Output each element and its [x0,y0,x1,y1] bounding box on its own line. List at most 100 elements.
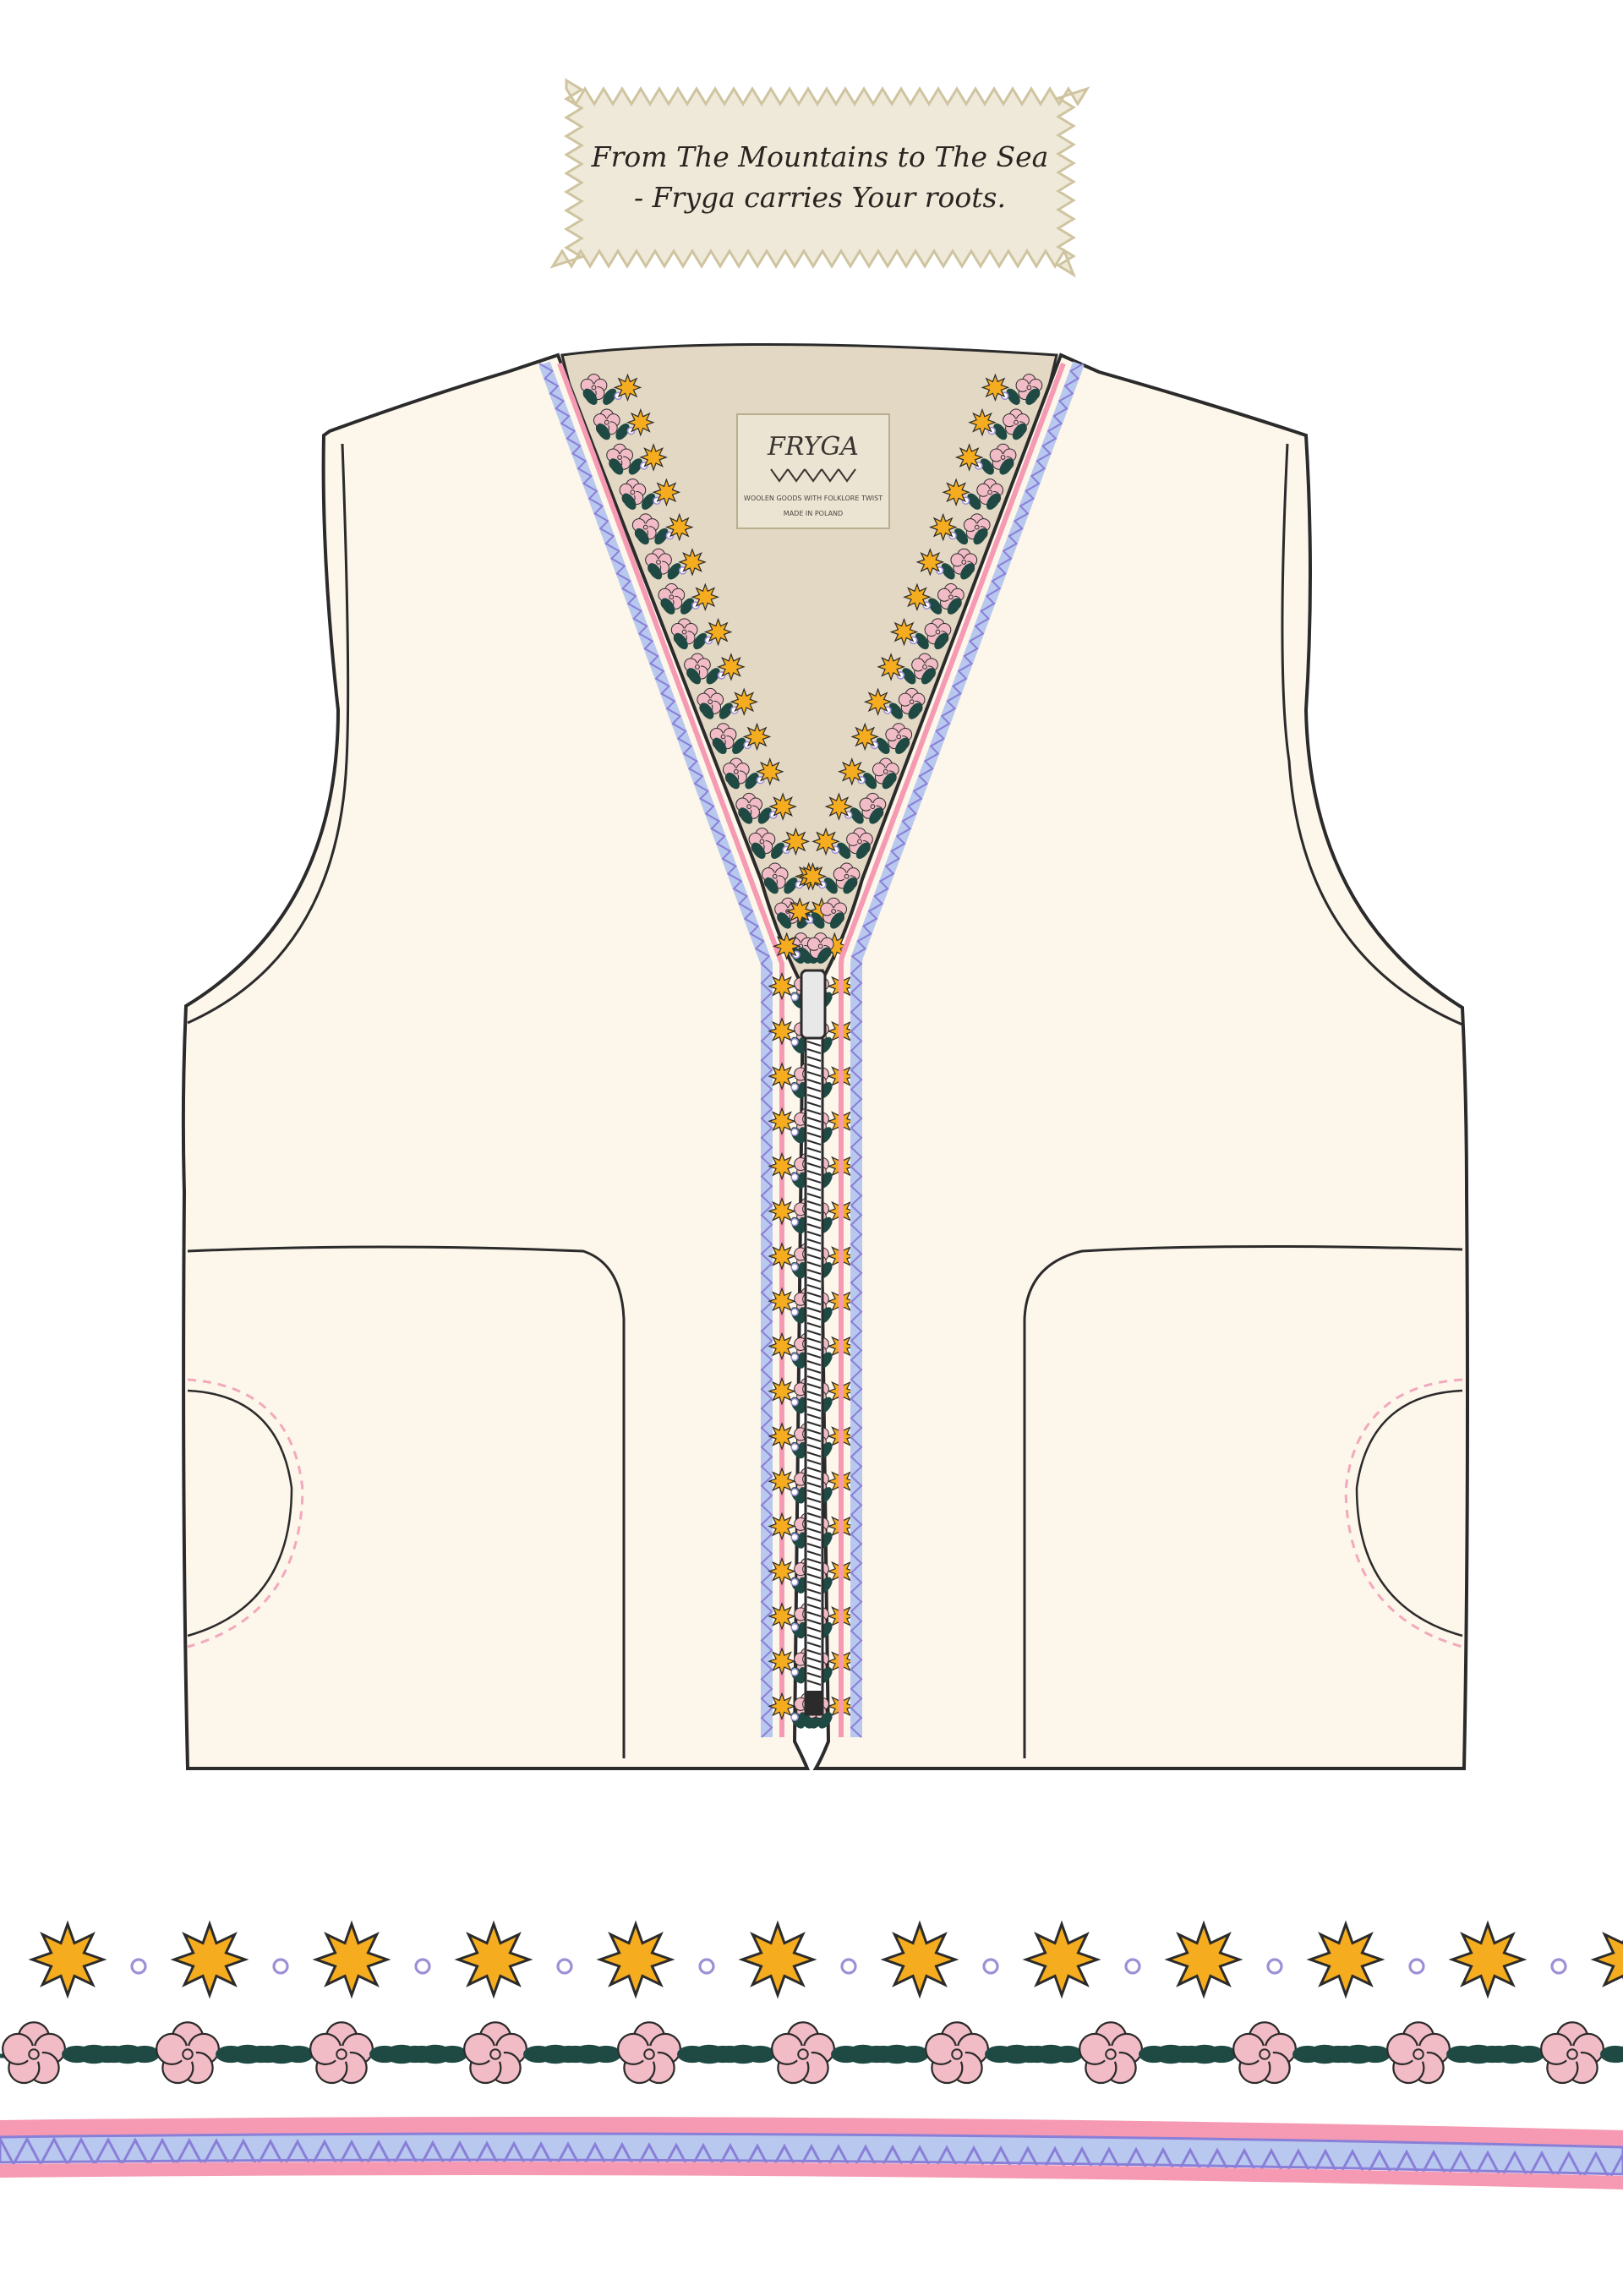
zipper-tooth [806,1649,822,1655]
flower-icon [156,2021,220,2085]
slogan-line-1: From The Mountains to The Sea [591,140,1049,173]
zipper-tooth [806,1490,822,1495]
leaf-icon [725,772,740,790]
zipper-tooth [806,1162,822,1168]
swatch-zigzag-line [0,2136,1623,2182]
star-icon [768,1647,796,1676]
slogan-line-2: - Fryga carries Your roots. [634,181,1006,214]
leaf-icon [407,2045,437,2064]
star-icon [768,1422,796,1451]
dot-icon [1550,1958,1567,1975]
zipper-tooth [806,1094,822,1100]
dot-icon [790,1713,799,1722]
label-origin: MADE IN POLAND [784,510,843,517]
star-icon [772,932,801,961]
leaf-icon [771,842,785,859]
zipper-tooth [806,1459,822,1465]
star-icon [768,1062,796,1091]
zipper-tooth [806,1178,822,1184]
zipper-tooth [806,1117,822,1123]
dot-icon [790,1308,799,1316]
zipper-tooth [806,1109,822,1115]
leaf-icon [628,458,642,475]
leaf-icon [915,632,929,650]
zipper-tooth [806,1330,822,1336]
zipper-tooth [806,1231,822,1237]
zipper-pull [800,969,827,1040]
flower-icon [1232,2021,1297,2085]
zipper-tooth [806,1238,822,1244]
leaf-icon [713,737,727,755]
dot-icon [1266,1958,1283,1975]
star-icon [768,1287,796,1316]
zipper-tooth [806,1299,822,1305]
dot-icon [790,1442,799,1451]
zigzag-line [850,363,1085,1738]
star-icon [312,1920,391,1999]
leaf-icon [1052,2045,1083,2064]
zipper-tooth [806,1307,822,1313]
leaf-icon [700,702,714,719]
leaf-icon [1025,388,1040,405]
star-icon [981,373,1010,402]
right-armhole-line [1281,443,1463,1026]
star-icon [781,827,811,856]
zipper-tooth [806,1543,822,1549]
star-icon [678,548,707,577]
star-icon [838,757,866,786]
leaf-icon [784,877,798,894]
leaf-icon [876,737,890,755]
star-icon [742,722,772,752]
leaf-icon [895,737,910,755]
vest: FRYGA WOOLEN GOODS WITH FOLKLORE TWIST M… [181,343,1469,1770]
star-icon [664,512,694,542]
zipper-tooth [806,1261,822,1267]
star-icon [1164,1920,1243,1999]
star-icon [768,1556,796,1586]
leaf-icon [999,458,1014,475]
label-ornament [770,468,856,483]
leaf-icon [591,2045,621,2064]
leaf-icon [751,842,766,859]
star-icon [968,407,997,437]
leaf-icon [714,2045,745,2064]
zigzag-line [538,363,773,1738]
zipper-tooth [806,1467,822,1473]
dot-icon [790,992,799,1002]
leaf-icon [818,1712,833,1729]
star-icon [850,722,879,752]
swatch-pink-stripe-lower [0,2162,1623,2189]
star-icon [717,653,746,681]
leaf-icon [648,563,663,580]
zipper-tooth [806,1444,822,1450]
zipper-tooth [806,1436,822,1442]
zipper-tooth [806,1315,822,1320]
star-icon [877,653,905,681]
leaf-icon [829,912,844,929]
zipper-tooth [806,1680,822,1686]
zipper-tooth [806,1512,822,1518]
zipper-tooth [806,1368,822,1374]
leaf-icon [797,947,812,964]
star-icon [812,827,840,856]
leaf-icon [928,598,943,615]
zipper-tooth [806,1041,822,1047]
dot-icon [790,1128,799,1136]
zipper-tooth [806,1474,822,1480]
leaf-icon [1484,2045,1514,2064]
star-icon [768,1602,796,1631]
right-pocket-opening [1344,1378,1463,1648]
slogan-tag: From The Mountains to The Sea - Fryga ca… [549,78,1090,278]
leaf-icon [921,668,936,685]
zipper-tooth [806,1451,822,1457]
leaf-icon [993,423,1008,440]
zipper-tooth [806,1634,822,1640]
leaf-icon [667,563,681,580]
leaf-icon [129,2045,160,2064]
leaf-icon [732,737,746,755]
zipper-tooth [806,1140,822,1145]
dot-icon [790,1173,799,1182]
flower-icon [2,2021,66,2085]
dot-icon [790,1397,799,1407]
zipper-tooth [806,1558,822,1564]
